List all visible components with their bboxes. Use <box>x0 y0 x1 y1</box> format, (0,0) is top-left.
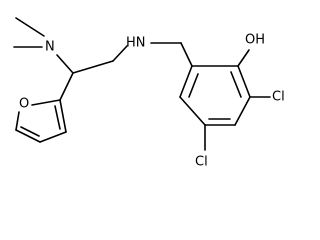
furan-bond-c4-c5 <box>15 129 41 143</box>
bond-ch2-to-nh <box>112 45 128 62</box>
atom-label-chlorine-ortho: Cl <box>272 90 285 105</box>
atom-label-amine-nh: HN <box>126 36 146 51</box>
bond-ch-to-furan <box>59 72 74 101</box>
furan-bond-c2-c3 <box>59 99 67 133</box>
atom-label-dimethylamino-n: N <box>45 40 55 55</box>
bond-ring-to-oh <box>237 49 250 67</box>
ring-bond-c2-c3 <box>237 65 251 98</box>
ring-bond-c5-c6 <box>179 96 206 126</box>
furan-bond-c2-c3-inner <box>54 105 61 130</box>
structure-diagram: N HN OH Cl Cl O <box>13 17 285 170</box>
ring-inner-bond-c <box>188 73 199 98</box>
ring-inner-bond-a <box>230 71 242 98</box>
ring-bond-c6-c1 <box>179 65 193 98</box>
bond-n-to-ch <box>56 54 74 74</box>
furan-bond-c5-o <box>15 111 20 131</box>
atom-label-chlorine-para: Cl <box>195 155 208 170</box>
bond-ch2-to-ring <box>180 42 193 67</box>
bond-ch-to-ch2 <box>72 60 114 74</box>
furan-bond-o-c2 <box>31 99 61 106</box>
furan-bond-c3-c4 <box>39 131 67 143</box>
furan-bond-c4-c5-inner <box>20 126 40 137</box>
ring-bond-c3-c4 <box>234 96 251 126</box>
atom-label-furan-oxygen: O <box>19 97 29 112</box>
bond-nme-upper <box>15 17 45 37</box>
atom-label-hydroxyl: OH <box>245 33 265 48</box>
